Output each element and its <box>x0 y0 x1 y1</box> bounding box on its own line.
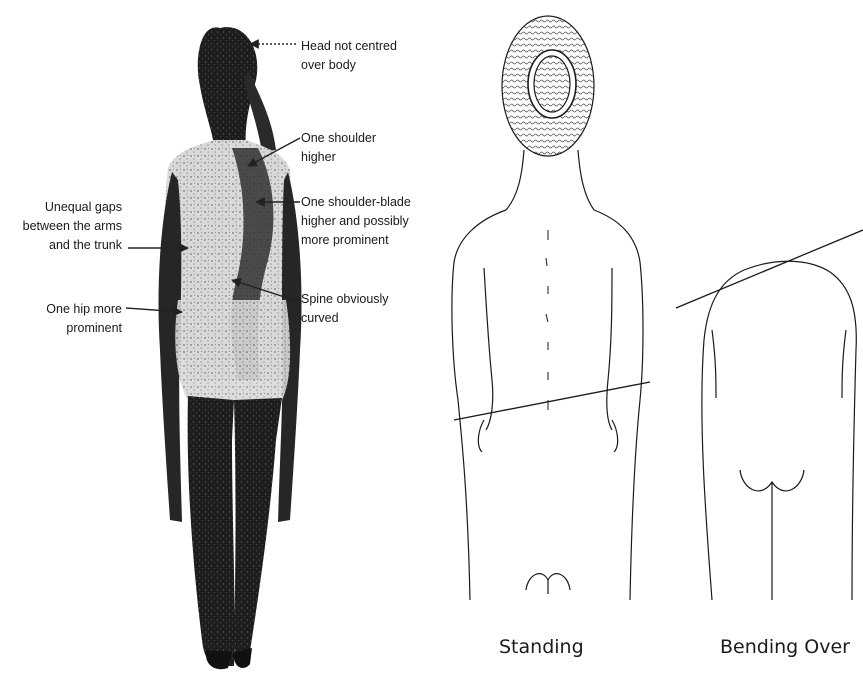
caption-standing: Standing <box>499 636 584 658</box>
back-view-figure <box>159 27 302 669</box>
standing-tilt-line <box>454 382 650 420</box>
standing-figure <box>452 16 643 600</box>
caption-bending-over: Bending Over <box>720 636 850 658</box>
label-head-not-centred: Head not centred over body <box>301 37 397 75</box>
bending-tilt-line <box>676 230 863 308</box>
label-unequal-gaps: Unequal gaps between the arms and the tr… <box>14 198 122 255</box>
bending-over-figure <box>702 261 856 600</box>
label-shoulder-higher: One shoulder higher <box>301 129 376 167</box>
label-hip-prominent: One hip more prominent <box>14 300 122 338</box>
label-shoulder-blade: One shoulder-blade higher and possibly m… <box>301 193 411 250</box>
label-spine-curved: Spine obviously curved <box>301 290 389 328</box>
